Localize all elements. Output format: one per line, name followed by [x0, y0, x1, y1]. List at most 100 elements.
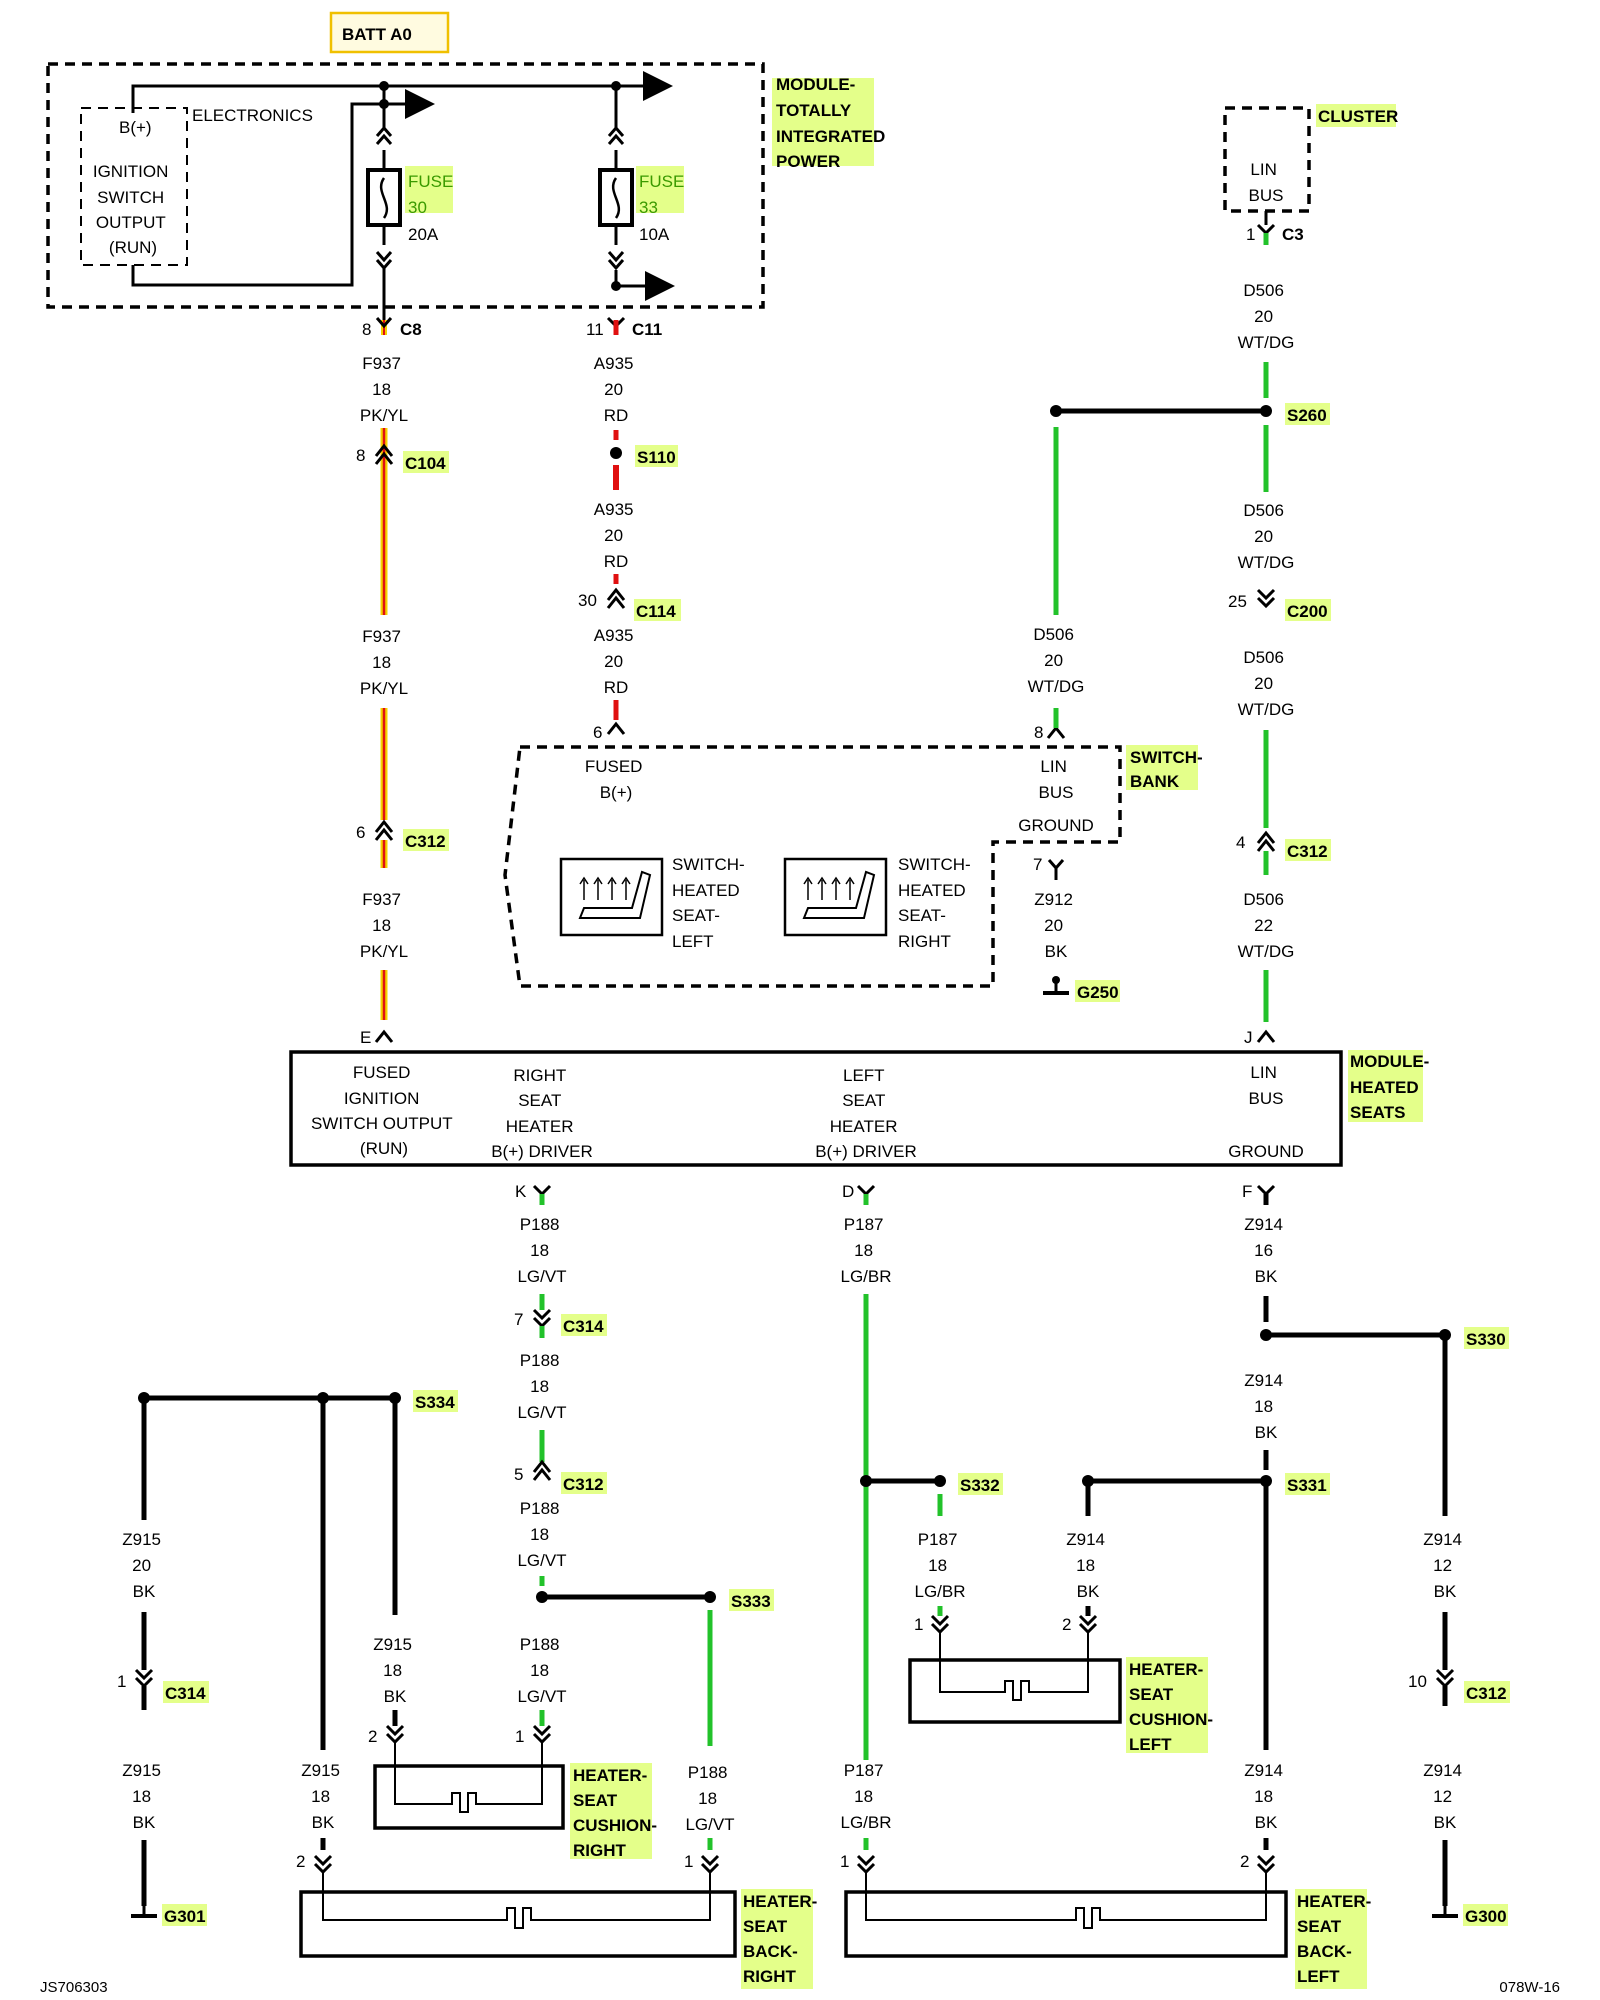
- heater-seat-cushion-left: [908, 1658, 1122, 1724]
- c314-b-label: C314: [165, 1684, 206, 1703]
- footer-left: JS706303: [40, 1979, 108, 1996]
- pin-j-connector: [1256, 1029, 1276, 1043]
- wire-f937-a-label: F937 18 PK/YL: [360, 354, 408, 425]
- batt-label: BATT A0: [342, 25, 412, 44]
- wire-f937-b-label: F937 18 PK/YL: [360, 627, 408, 698]
- fuse-33: [598, 125, 634, 271]
- c104-connector: [374, 443, 394, 465]
- cushion-right-label: HEATER- SEAT CUSHION- RIGHT: [573, 1766, 662, 1860]
- heated-seats-module-highlight: [1348, 1050, 1423, 1122]
- s260-highlight: [1285, 403, 1330, 425]
- s334-label: S334: [415, 1393, 455, 1412]
- back-right-pin2: 2: [296, 1852, 305, 1871]
- wire-z914-a-label: Z914 16 BK: [1244, 1215, 1287, 1286]
- wire-d506-d-label: D506 22 WT/DG: [1238, 890, 1295, 961]
- wire-p187-a-label: P187 18 LG/BR: [840, 1215, 891, 1286]
- c114-pin: 30: [578, 591, 597, 610]
- cushion-left-pin1: 1: [914, 1615, 923, 1634]
- switch-bank-fused-label: FUSED B(+): [585, 757, 647, 802]
- heated-seats-module-label: MODULE- HEATED SEATS: [1350, 1052, 1434, 1122]
- wire-z914-c-label: Z914 18 BK: [1066, 1530, 1109, 1601]
- pin-d-connector: [856, 1184, 876, 1197]
- c312-connector-f937: [374, 819, 394, 841]
- c104-highlight: [403, 451, 449, 473]
- c314-b-highlight: [163, 1681, 209, 1703]
- s333-splice: [704, 1591, 716, 1603]
- back-left-highlight: [1295, 1889, 1367, 1989]
- wire-z914-e-label: Z914 12 BK: [1423, 1530, 1466, 1601]
- c200-label: C200: [1287, 602, 1328, 621]
- tipm-splice-2: [379, 99, 389, 109]
- cushion-left-pin1-connector: [930, 1614, 950, 1635]
- cushion-left-label: HEATER- SEAT CUSHION- LEFT: [1129, 1660, 1218, 1754]
- back-left-pin1-connector: [856, 1854, 876, 1875]
- heater-seat-back-left: [844, 1890, 1288, 1958]
- s260-label: S260: [1287, 406, 1327, 425]
- switch-bank-pin-6: 6: [593, 723, 602, 742]
- c104-label: C104: [405, 454, 446, 473]
- s110-splice: [610, 447, 622, 459]
- s110-label: S110: [637, 448, 676, 467]
- heated-seats-module-box: [289, 1050, 1343, 1167]
- g301-label: G301: [164, 1907, 206, 1926]
- fuse30-amps: 20A: [408, 225, 439, 244]
- switch-bank-ground-label: GROUND: [1018, 816, 1094, 835]
- g300-label: G300: [1465, 1907, 1507, 1926]
- wire-d506-b-label: D506 20 WT/DG: [1238, 501, 1295, 572]
- pin-e-connector: [374, 1029, 394, 1043]
- module-lin-bus-label: LIN BUS: [1249, 1063, 1284, 1108]
- wire-z912-label: Z912 20 BK: [1034, 890, 1077, 961]
- pin-f: F: [1242, 1182, 1252, 1201]
- cushion-right-pin1-connector: [532, 1724, 552, 1745]
- fuse-30: [366, 125, 402, 298]
- cushion-left-highlight: [1126, 1657, 1208, 1753]
- back-right-highlight: [741, 1889, 813, 1989]
- c312-a-pin: 6: [356, 823, 365, 842]
- pin-f-connector: [1256, 1184, 1276, 1197]
- switch-heated-seat-left-label: SWITCH- HEATED SEAT- LEFT: [672, 855, 749, 951]
- tipm-highlight: [772, 78, 874, 166]
- s332-splice: [934, 1475, 946, 1487]
- switch-bank-highlight: [1126, 745, 1198, 790]
- wire-z915-a-label: Z915 20 BK: [122, 1530, 165, 1601]
- wire-a935-c-label: A935 20 RD: [594, 626, 638, 697]
- heater-element-cushion-right: [394, 1742, 543, 1813]
- g250-highlight: [1075, 980, 1120, 1002]
- wire-p187-c-label: P187 18 LG/BR: [840, 1761, 891, 1832]
- wire-z915-c-label: Z915 18 BK: [301, 1761, 344, 1832]
- cluster-highlight: [1316, 104, 1396, 127]
- wire-d506-c-label: D506 20 WT/DG: [1238, 648, 1295, 719]
- back-right-pin1: 1: [684, 1852, 693, 1871]
- c312-c-label: C312: [563, 1475, 604, 1494]
- c312-d-highlight: [1464, 1681, 1510, 1703]
- switch-heated-seat-right-label: SWITCH- HEATED SEAT- RIGHT: [898, 855, 975, 951]
- tipm-module-box: [46, 62, 765, 309]
- fuse33-label: FUSE: [639, 172, 684, 191]
- wire-z915-b-label: Z915 18 BK: [122, 1761, 165, 1832]
- s333-label: S333: [731, 1592, 771, 1611]
- wire-d506-a-label: D506 20 WT/DG: [1238, 281, 1295, 352]
- c312-connector-p188: [532, 1459, 552, 1481]
- cluster-label: CLUSTER: [1318, 107, 1398, 126]
- s334-highlight: [413, 1390, 458, 1412]
- switch-bank-box: [503, 745, 1122, 988]
- g301-highlight: [162, 1904, 207, 1926]
- s330-label: S330: [1466, 1330, 1506, 1349]
- tipm-label: MODULE- TOTALLY INTEGRATED POWER: [776, 75, 890, 171]
- c200-connector: [1256, 588, 1276, 609]
- c314-a-pin: 7: [514, 1310, 523, 1329]
- cushion-right-pin1: 1: [515, 1727, 524, 1746]
- module-fused-ign-label: FUSED IGNITION SWITCH OUTPUT (RUN): [311, 1063, 457, 1158]
- footer-right: 078W-16: [1499, 1979, 1560, 1996]
- cushion-right-highlight: [570, 1763, 652, 1859]
- back-right-label: HEATER- SEAT BACK- RIGHT: [743, 1892, 822, 1986]
- back-right-pin2-connector: [313, 1854, 333, 1875]
- switch-bank-label: SWITCH- BANK: [1130, 748, 1207, 791]
- back-left-label: HEATER- SEAT BACK- LEFT: [1297, 1892, 1376, 1986]
- c312-d-pin: 10: [1408, 1672, 1427, 1691]
- c114-highlight: [634, 599, 681, 621]
- s332-highlight: [958, 1473, 1003, 1495]
- cushion-right-pin2-connector: [385, 1724, 405, 1745]
- back-left-pin1: 1: [840, 1852, 849, 1871]
